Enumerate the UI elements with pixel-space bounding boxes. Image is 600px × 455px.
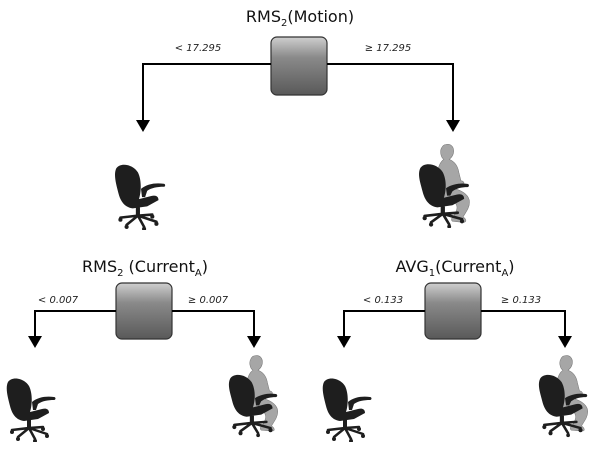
- left-node-right-edge: [172, 310, 255, 337]
- right-split-box: [424, 282, 482, 340]
- left-split-box: [115, 282, 173, 340]
- occupied-chair-icon: [227, 354, 280, 438]
- root-node: RMS2(Motion): [246, 7, 354, 96]
- arrow-down-icon: [337, 336, 351, 348]
- arrow-down-icon: [558, 336, 572, 348]
- arrow-down-icon: [136, 120, 150, 132]
- root-right-edge: [327, 63, 454, 121]
- right-node-left-threshold: < 0.133: [363, 295, 403, 306]
- arrow-down-icon: [28, 336, 42, 348]
- root-left-edge: [142, 63, 271, 121]
- occupied-chair-icon: [537, 354, 590, 438]
- arrow-down-icon: [446, 120, 460, 132]
- left-node-right-threshold: ≥ 0.007: [188, 295, 229, 306]
- empty-chair-icon: [321, 377, 373, 442]
- root-left-threshold: < 17.295: [175, 43, 222, 54]
- occupied-chair-icon: [417, 142, 471, 228]
- root-right-threshold: ≥ 17.295: [365, 43, 412, 54]
- root-feature-label: RMS2(Motion): [246, 7, 354, 29]
- left-node-feature-label: RMS2 (CurrentA): [82, 257, 208, 279]
- left-node-left-edge: [34, 310, 116, 337]
- left-node-left-threshold: < 0.007: [38, 295, 79, 306]
- right-node-right-threshold: ≥ 0.133: [501, 295, 541, 306]
- empty-chair-icon: [113, 163, 167, 230]
- root-split-box: [270, 36, 328, 96]
- arrow-down-icon: [247, 336, 261, 348]
- right-node-left-edge: [343, 310, 425, 337]
- empty-chair-icon: [5, 377, 57, 442]
- right-node-feature-label: AVG1(CurrentA): [395, 257, 514, 279]
- right-node-right-edge: [481, 310, 566, 337]
- left-node: RMS2 (CurrentA): [82, 257, 208, 340]
- right-node: AVG1(CurrentA): [395, 257, 515, 340]
